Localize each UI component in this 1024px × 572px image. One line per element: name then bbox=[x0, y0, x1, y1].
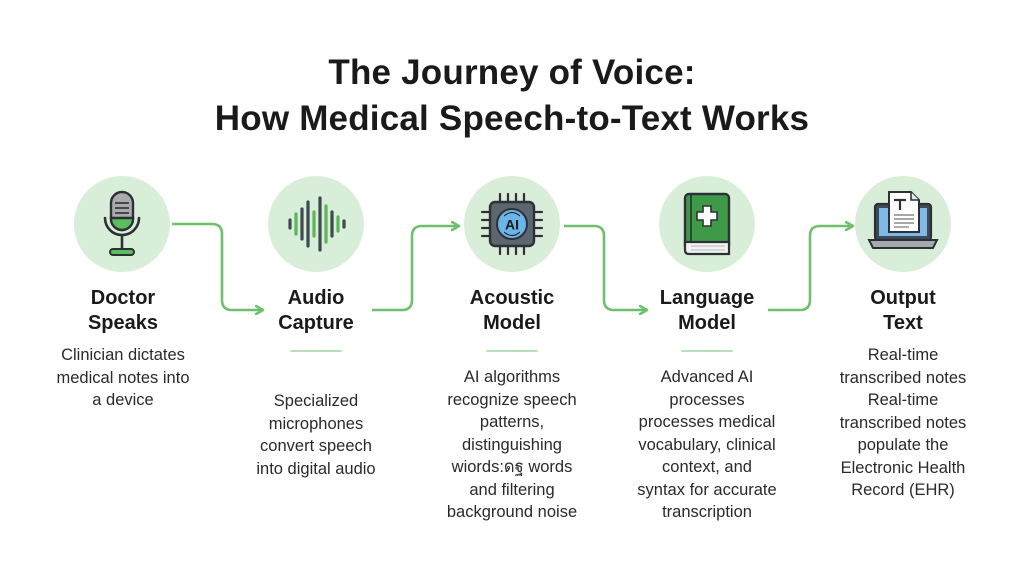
step-output-text-circle bbox=[855, 176, 951, 272]
ai-chip-label: AI bbox=[505, 217, 519, 233]
step-doctor-speaks-description: Clinician dictates medical notes into a … bbox=[56, 346, 190, 409]
page-title-line-1: The Journey of Voice: bbox=[328, 53, 696, 92]
sound-wave-icon bbox=[288, 196, 346, 252]
step-audio-capture-circle bbox=[268, 176, 364, 272]
laptop-document-icon bbox=[867, 191, 939, 249]
step-doctor-speaks-circle bbox=[74, 176, 170, 272]
page-title-line-2: How Medical Speech-to-Text Works bbox=[214, 99, 810, 138]
step-audio-capture-description: Specialized microphones convert speech i… bbox=[256, 392, 376, 478]
step-language-model-divider bbox=[681, 350, 733, 352]
arrow-language-to-output bbox=[768, 226, 852, 312]
step-acoustic-model-description: AI algorithms recognize speech patterns,… bbox=[446, 368, 578, 521]
step-language-model-title: Language Model bbox=[659, 287, 755, 334]
step-audio-capture-divider bbox=[290, 350, 342, 352]
step-language-model-circle bbox=[659, 176, 755, 272]
step-acoustic-model-circle: AI bbox=[464, 176, 560, 272]
step-doctor-speaks-title: Doctor Speaks bbox=[87, 287, 159, 334]
arrow-audio-to-acoustic bbox=[372, 226, 458, 312]
step-output-text-description: Real-time transcribed notes Real-time tr… bbox=[839, 346, 967, 499]
medical-book-icon bbox=[683, 192, 731, 256]
step-audio-capture-title: Audio Capture bbox=[278, 287, 354, 334]
step-acoustic-model-title: Acoustic Model bbox=[469, 287, 555, 334]
arrow-doctor-to-audio bbox=[172, 222, 262, 310]
ai-chip-icon: AI bbox=[480, 192, 544, 256]
microphone-icon bbox=[103, 190, 141, 256]
step-language-model-description: Advanced AI processes processes medical … bbox=[637, 368, 777, 521]
step-acoustic-model-divider bbox=[486, 350, 538, 352]
step-output-text-title: Output Text bbox=[870, 287, 936, 334]
arrow-acoustic-to-language bbox=[564, 224, 646, 310]
